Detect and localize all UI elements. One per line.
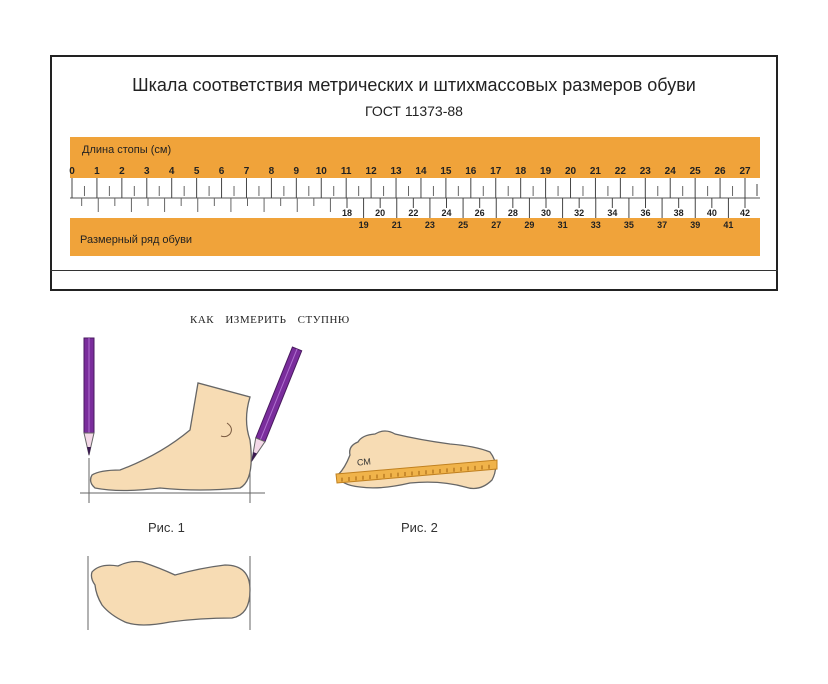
- shoe-size-label: 26: [475, 208, 485, 218]
- left-pencil-icon: [83, 337, 95, 456]
- cm-tick-label: 16: [465, 166, 477, 177]
- cm-tick-label: 21: [590, 166, 602, 177]
- figure-2-caption: Рис. 2: [401, 520, 438, 535]
- cm-tick-label: 5: [194, 166, 200, 177]
- cm-tick-label: 12: [366, 166, 378, 177]
- cm-tick-label: 1: [94, 166, 100, 177]
- shoe-size-label: 29: [524, 220, 534, 230]
- tape-unit-label: СМ: [356, 456, 372, 468]
- standard-label: ГОСТ 11373-88: [365, 103, 463, 119]
- cm-tick-label: 26: [715, 166, 727, 177]
- figure-1-caption: Рис. 1: [148, 520, 185, 535]
- shoe-size-label: 34: [607, 208, 617, 218]
- shoe-size-label: 23: [425, 220, 435, 230]
- shoe-size-label: 41: [723, 220, 733, 230]
- shoe-size-label: 18: [342, 208, 352, 218]
- shoe-size-label: 32: [574, 208, 584, 218]
- shoe-size-label: 30: [541, 208, 551, 218]
- cm-tick-label: 17: [490, 166, 502, 177]
- shoe-size-label: 39: [690, 220, 700, 230]
- cm-tick-label: 13: [390, 166, 402, 177]
- cm-tick-label: 20: [565, 166, 577, 177]
- shoe-size-label: 24: [441, 208, 451, 218]
- shoe-size-label: 20: [375, 208, 385, 218]
- cm-tick-label: 25: [690, 166, 702, 177]
- shoe-size-label: 25: [458, 220, 468, 230]
- cm-tick-label: 14: [415, 166, 427, 177]
- cm-tick-label: 0: [69, 166, 75, 177]
- divider: [50, 270, 778, 271]
- cm-tick-label: 9: [294, 166, 300, 177]
- cm-tick-label: 23: [640, 166, 652, 177]
- figure-1-side-foot: [80, 337, 303, 503]
- top-foot-shape: [90, 560, 251, 626]
- chart-title: Шкала соответствия метрических и штихмас…: [132, 75, 696, 95]
- cm-tick-label: 19: [540, 166, 552, 177]
- cm-tick-label: 2: [119, 166, 125, 177]
- cm-tick-label: 27: [739, 166, 751, 177]
- cm-tick-label: 24: [665, 166, 677, 177]
- foot-length-label: Длина стопы (см): [82, 144, 171, 156]
- ankle-mark: [220, 422, 232, 438]
- figure-1-top-foot: [87, 556, 251, 630]
- shoe-size-label: 37: [657, 220, 667, 230]
- cm-tick-label: 3: [144, 166, 150, 177]
- size-chart-frame: [50, 55, 778, 291]
- shoe-size-label: 28: [508, 208, 518, 218]
- cm-tick-label: 11: [341, 166, 352, 177]
- shoe-size-label: 40: [707, 208, 717, 218]
- right-pencil-icon: [251, 346, 303, 463]
- shoe-size-label: 22: [408, 208, 418, 218]
- shoe-size-label: 35: [624, 220, 634, 230]
- cm-tick-label: 7: [244, 166, 250, 177]
- shoe-size-label: 33: [591, 220, 601, 230]
- cm-tick-label: 8: [269, 166, 275, 177]
- cm-tick-label: 18: [515, 166, 527, 177]
- side-foot-shape: [89, 382, 252, 492]
- how-to-measure-heading: КАК ИЗМЕРИТЬ СТУПНЮ: [190, 314, 350, 326]
- cm-tick-label: 4: [169, 166, 175, 177]
- cm-tick-label: 15: [440, 166, 452, 177]
- cm-tick-label: 22: [615, 166, 627, 177]
- shoe-size-label: 19: [359, 220, 369, 230]
- shoe-size-label: Размерный ряд обуви: [80, 234, 192, 246]
- shoe-size-label: 38: [674, 208, 684, 218]
- shoe-size-label: 42: [740, 208, 750, 218]
- cm-tick-label: 6: [219, 166, 225, 177]
- shoe-size-label: 21: [392, 220, 402, 230]
- shoe-size-label: 36: [640, 208, 650, 218]
- shoe-size-label: 27: [491, 220, 501, 230]
- shoe-size-label: 31: [558, 220, 568, 230]
- cm-tick-label: 10: [316, 166, 328, 177]
